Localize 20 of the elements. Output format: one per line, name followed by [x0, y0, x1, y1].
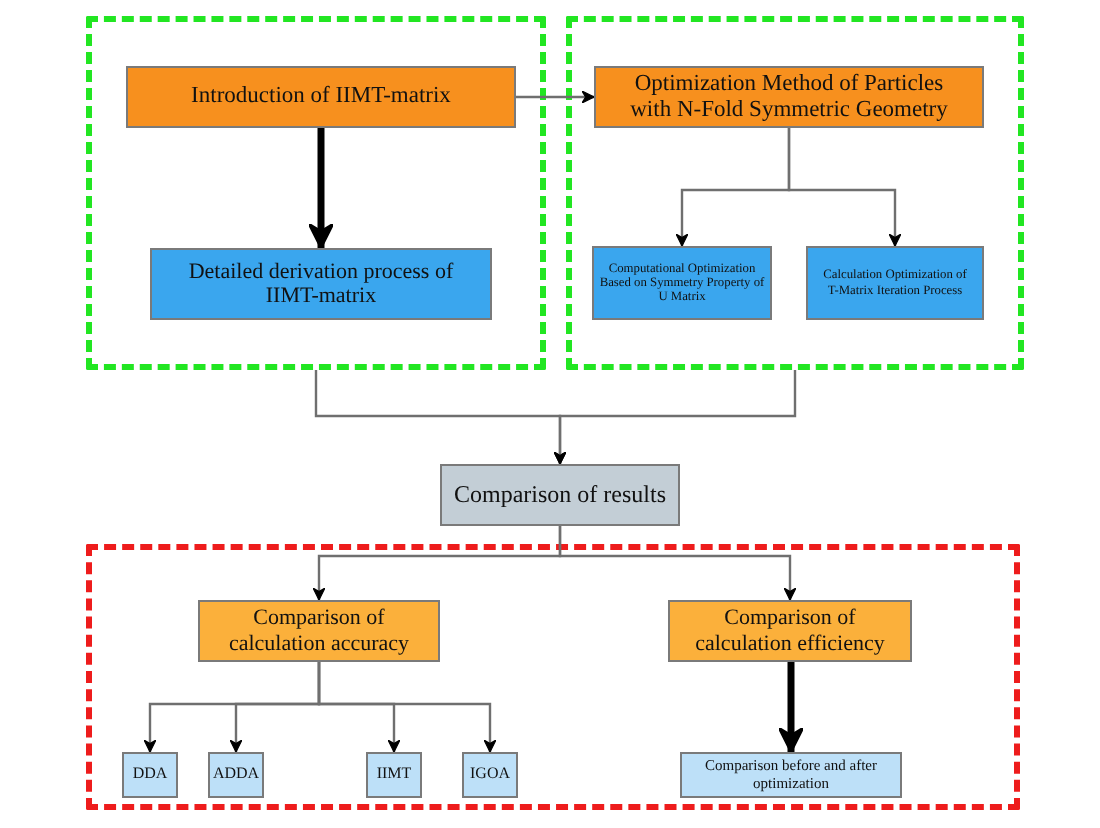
dashed-group-frame	[566, 16, 1024, 370]
process-box: Introduction of IIMT-matrix	[126, 66, 516, 128]
process-box: IIMT	[366, 752, 422, 798]
process-box: Comparison of calculation accuracy	[198, 600, 440, 662]
arrow	[777, 662, 805, 754]
dashed-group-frame	[86, 16, 546, 370]
process-box: ADDA	[208, 752, 264, 798]
process-box: Comparison of results	[440, 464, 680, 526]
arrow	[558, 526, 797, 601]
arrow	[307, 128, 335, 250]
process-box: Detailed derivation process of IIMT-matrix	[150, 248, 492, 320]
arrow	[553, 370, 797, 465]
arrow	[317, 662, 497, 753]
arrow	[516, 90, 595, 104]
process-box: Comparison of calculation efficiency	[668, 600, 912, 662]
process-box: IGOA	[462, 752, 518, 798]
process-box: Optimization Method of Particles with N-Fold Symmetric Geometry	[594, 66, 984, 128]
arrow	[787, 128, 902, 247]
process-box: DDA	[122, 752, 178, 798]
dashed-group-frame	[86, 544, 1020, 810]
